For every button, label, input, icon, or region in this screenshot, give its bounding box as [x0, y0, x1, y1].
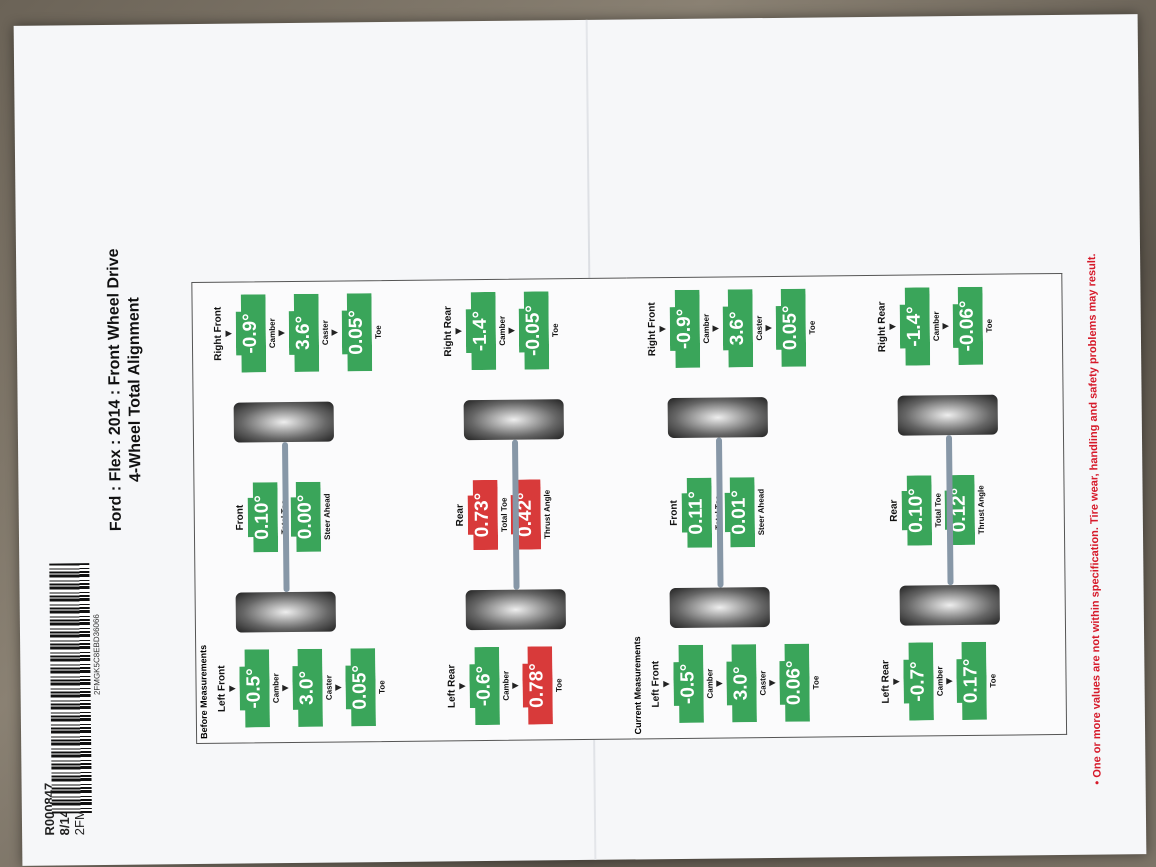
toe-bar: 0.05°: [341, 293, 372, 371]
arrow-down-icon: ▼: [275, 327, 288, 339]
barcode: [49, 563, 92, 814]
right-rear: Right Rear ▼ -1.4° Camber ▼ -0.05° Toe: [442, 291, 560, 370]
rear-axle: [511, 439, 520, 590]
camber-bar: -1.4°: [899, 287, 930, 365]
front-title: Front: [668, 500, 680, 526]
camber-bar: -1.4°: [465, 292, 496, 370]
arrow-down-icon: ▼: [890, 676, 903, 688]
toe-bar: -0.05°: [518, 291, 549, 369]
rear-title: Rear: [888, 499, 900, 522]
camber-bar: -0.5°: [239, 649, 270, 727]
arrow-down-icon: ▼: [332, 682, 345, 694]
arrow-down-icon: ▼: [766, 677, 779, 689]
arrow-down-icon: ▼: [886, 321, 899, 333]
toe-bar: -0.06°: [952, 287, 983, 365]
toe-label: Toe: [377, 680, 387, 694]
left-rear: Left Rear ▼ -0.7° Camber ▼ 0.17° Toe: [880, 642, 998, 721]
toe-label: Toe: [373, 325, 383, 339]
tire-icon: [669, 587, 770, 629]
rear-title: Rear: [454, 504, 466, 527]
left-front: Left Front ▼ -0.5° Camber ▼ 3.0° Caster …: [216, 648, 387, 728]
panel-label: Current Measurements: [632, 636, 644, 735]
spec-warning: • One or more values are not within spec…: [1086, 253, 1104, 785]
alignment-title: 4-Wheel Total Alignment: [125, 297, 145, 483]
toe-bar: 0.05°: [775, 289, 806, 367]
current-panel: Current Measurements Left Front ▼ -0.5° …: [626, 272, 1068, 740]
thrust-angle-label: Thrust Angle: [542, 489, 553, 539]
tire-icon: [465, 589, 566, 631]
camber-bar: -0.6°: [469, 647, 500, 725]
steer-ahead-bar: 0.01°: [724, 477, 755, 547]
camber-bar: -0.9°: [669, 290, 700, 368]
arrow-down-icon: ▼: [660, 678, 673, 690]
report-title: Ford : Flex : 2014 : Front Wheel Drive 4…: [103, 175, 148, 605]
front-axle: [282, 442, 290, 593]
tire-icon: [235, 591, 336, 633]
thrust-angle-label: Thrust Angle: [976, 485, 987, 535]
tire-icon: [899, 584, 1000, 626]
front-title: Front: [234, 504, 246, 531]
arrow-down-icon: ▼: [456, 680, 469, 692]
tire-icon: [233, 401, 335, 443]
tire-icon: [667, 397, 768, 439]
total-toe-label: Total Toe: [933, 493, 943, 528]
rear-totals: Rear 0.73° Total Toe 0.42° Thrust Angle: [454, 479, 552, 550]
caster-bar: 3.0°: [726, 644, 757, 722]
toe-label: Toe: [807, 320, 817, 335]
panel-label: Before Measurements: [198, 644, 210, 740]
left-rear: Left Rear ▼ -0.6° Camber ▼ 0.78° Toe: [446, 646, 564, 725]
toe-bar: 0.05°: [345, 648, 376, 726]
tire-icon: [897, 394, 998, 436]
arrow-down-icon: ▼: [328, 327, 341, 339]
steer-ahead-label: Steer Ahead: [756, 488, 767, 536]
camber-bar: -0.5°: [673, 645, 704, 723]
camber-bar: -0.9°: [235, 294, 266, 372]
right-rear: Right Rear ▼ -1.4° Camber ▼ -0.06° Toe: [876, 287, 994, 366]
barcode-text: 2FMGK5C8EBD36066: [91, 614, 102, 696]
right-front: Right Front ▼ -0.9° Camber ▼ 3.6° Caster…: [646, 289, 817, 369]
arrow-down-icon: ▼: [226, 683, 239, 695]
arrow-down-icon: ▼: [452, 325, 465, 337]
arrow-down-icon: ▼: [505, 325, 518, 337]
rear-totals: Rear 0.10° Total Toe 0.12° Thrust Angle: [888, 475, 986, 546]
arrow-down-icon: ▼: [943, 675, 956, 687]
toe-label: Toe: [554, 678, 564, 693]
arrow-down-icon: ▼: [709, 323, 722, 335]
front-axle: [715, 437, 724, 588]
arrow-down-icon: ▼: [509, 680, 522, 692]
printout-sheet: R000847 8/14/26 11:03 AM 2FMGK5C8EBD3606…: [13, 14, 1147, 866]
left-front: Left Front ▼ -0.5° Camber ▼ 3.0° Caster …: [650, 643, 821, 723]
rear-axle: [945, 435, 954, 586]
total-toe-bar: 0.10°: [247, 482, 278, 552]
toe-bar: 0.78°: [522, 646, 553, 724]
caster-bar: 3.6°: [288, 294, 319, 372]
steer-ahead-label: Steer Ahead: [322, 493, 333, 540]
toe-label: Toe: [550, 323, 560, 338]
total-toe-bar: 0.10°: [901, 475, 932, 545]
report-page: R000847 8/14/26 11:03 AM 2FMGK5C8EBD3606…: [24, 24, 1133, 855]
arrow-down-icon: ▼: [939, 320, 952, 332]
arrow-down-icon: ▼: [762, 322, 775, 334]
caster-bar: 3.6°: [722, 289, 753, 367]
arrow-down-icon: ▼: [656, 323, 669, 335]
total-toe-bar: 0.73°: [467, 480, 498, 550]
caster-bar: 3.0°: [292, 649, 323, 727]
toe-bar: 0.06°: [779, 644, 810, 722]
toe-bar: 0.17°: [956, 642, 987, 720]
steer-ahead-bar: 0.00°: [290, 482, 321, 552]
total-toe-label: Total Toe: [499, 497, 509, 533]
camber-bar: -0.7°: [903, 642, 934, 720]
total-toe-bar: 0.11°: [681, 478, 712, 548]
arrow-down-icon: ▼: [222, 328, 235, 340]
arrow-down-icon: ▼: [279, 682, 292, 694]
right-front: Right Front ▼ -0.9° Camber ▼ 3.6° Caster…: [212, 293, 383, 373]
before-panel: Before Measurements Left Front ▼ -0.5° C…: [191, 277, 634, 745]
arrow-down-icon: ▼: [713, 678, 726, 690]
toe-label: Toe: [984, 318, 994, 333]
tire-icon: [463, 399, 564, 441]
toe-label: Toe: [811, 675, 821, 690]
toe-label: Toe: [988, 673, 998, 688]
